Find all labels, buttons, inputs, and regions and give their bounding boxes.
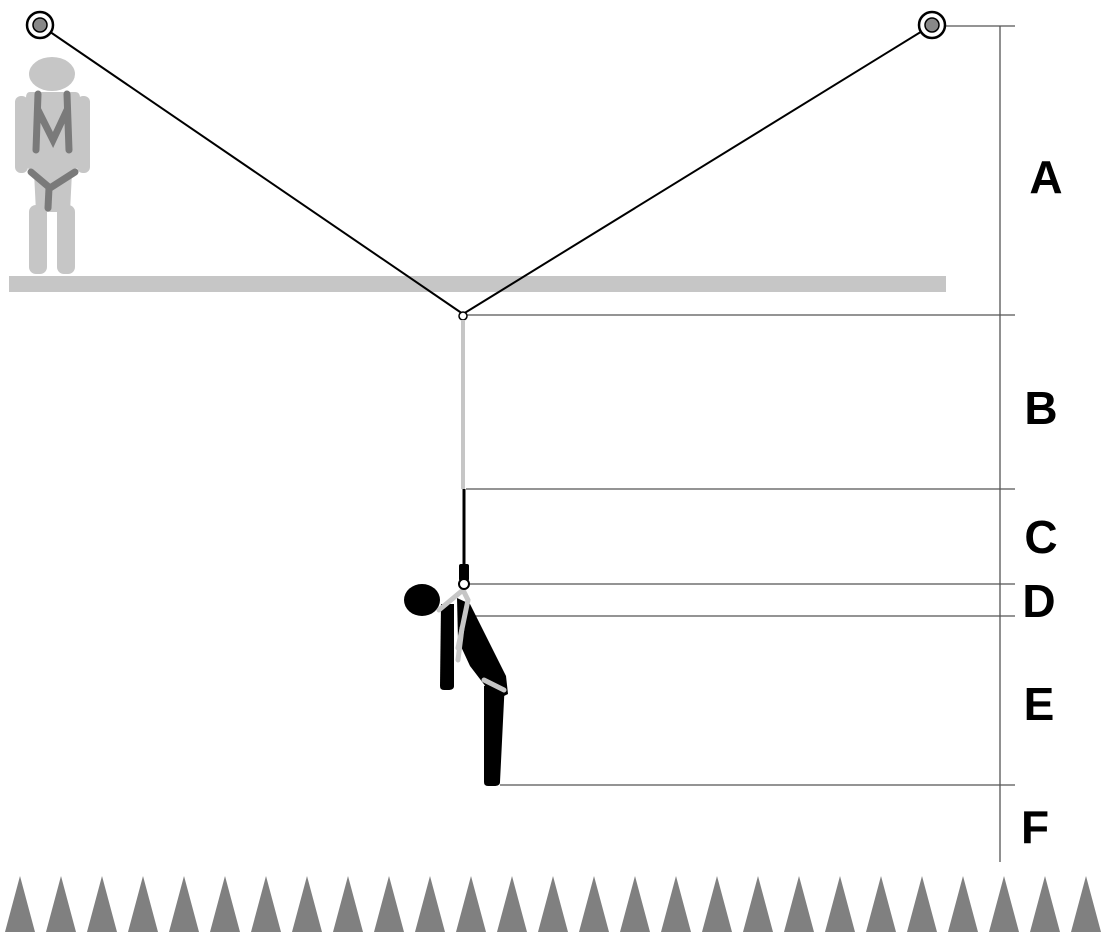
segment-label-d: D [1022,575,1055,627]
ground-spike [169,876,199,932]
ground-spike [251,876,281,932]
ground-spike [292,876,322,932]
measurement-guides [466,25,1015,862]
ground-spike [825,876,855,932]
ground-spike [907,876,937,932]
ground-spike [784,876,814,932]
ground-spike [989,876,1019,932]
ground-spike [497,876,527,932]
ground-spike [87,876,117,932]
working-platform [9,276,946,292]
ground-spike [415,876,445,932]
segment-labels: A B C D E F [1021,151,1063,853]
segment-label-b: B [1024,382,1057,434]
ground-spike [5,876,35,932]
anchor-point-icon [917,10,947,40]
ground-spike [702,876,732,932]
ground-spike [1030,876,1060,932]
lifeline-right-span [462,24,933,315]
ground-spike [374,876,404,932]
ground-spike [128,876,158,932]
horizontal-lifeline [39,24,933,315]
lanyard-snap-hook [459,564,469,581]
ground-spike [866,876,896,932]
ground-spike [456,876,486,932]
segment-label-e: E [1024,678,1055,730]
lifeline-left-span [39,24,464,315]
ground-spike [538,876,568,932]
suspended-worker-icon [404,578,508,786]
ground-spike [743,876,773,932]
segment-label-f: F [1021,801,1049,853]
lifeline-connector-ring [458,311,468,321]
ground-spike [46,876,76,932]
ground-spike [210,876,240,932]
ground-spike [661,876,691,932]
ground-spike [620,876,650,932]
ground-spike [579,876,609,932]
segment-label-a: A [1029,151,1062,203]
segment-label-c: C [1024,511,1057,563]
ground-spike [1071,876,1101,932]
worker-with-harness-icon [15,57,90,274]
ground-spike [948,876,978,932]
ground-spike [333,876,363,932]
anchor-point-icon [25,10,55,40]
spike-hazard-icon [5,876,1101,932]
harness-d-ring [458,578,470,590]
